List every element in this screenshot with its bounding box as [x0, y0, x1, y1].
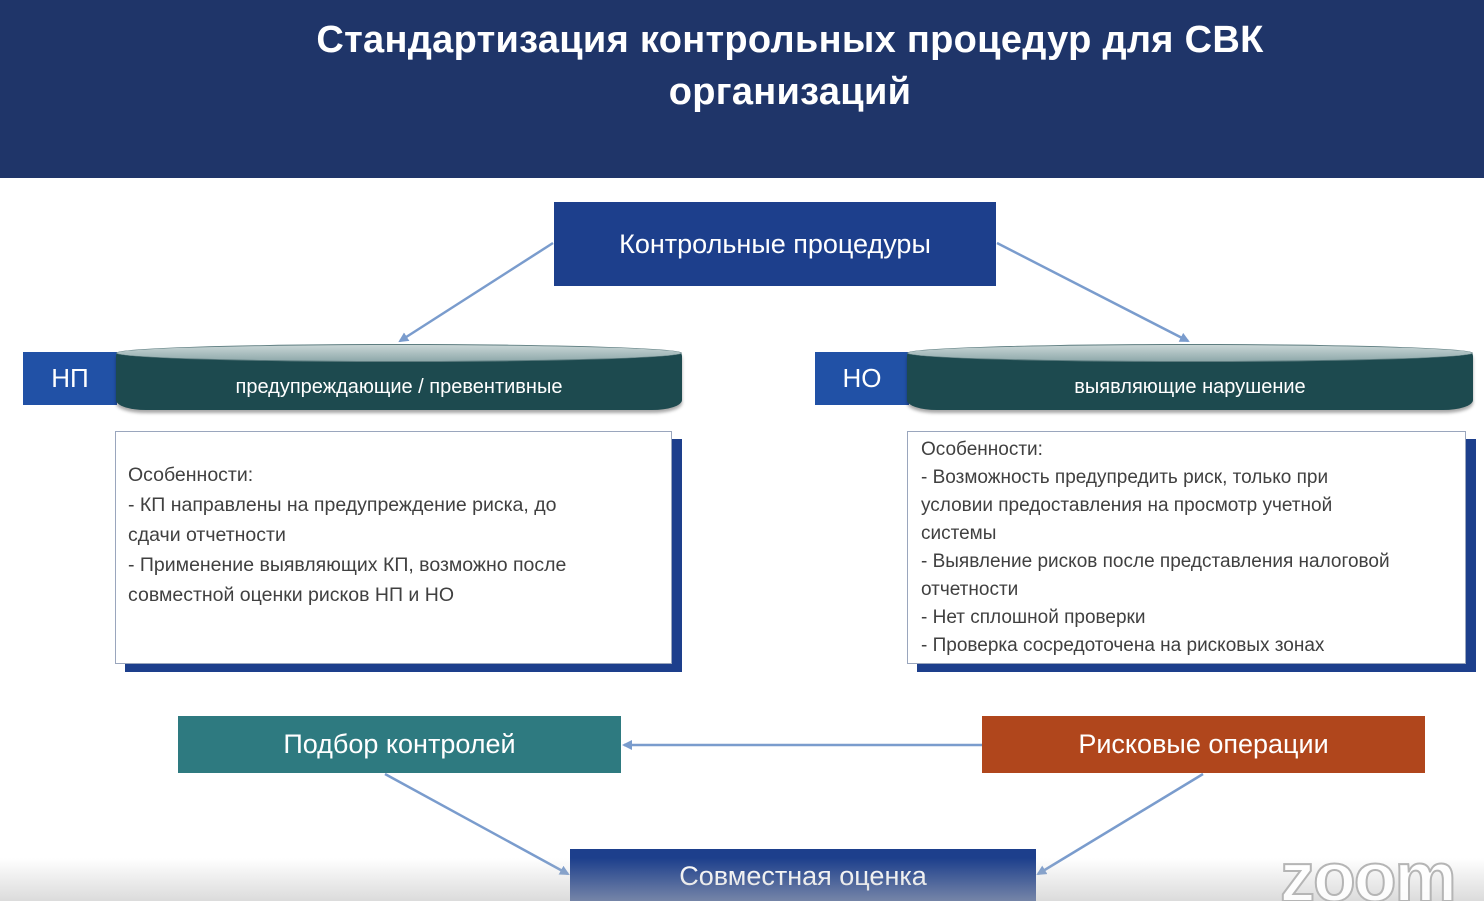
detective-band: выявляющие нарушение	[907, 344, 1473, 410]
preventive-band-label: предупреждающие / превентивные	[235, 375, 563, 398]
arrow-to-right-branch	[996, 241, 1190, 343]
preventive-features-card: Особенности: - КП направлены на предупре…	[115, 431, 672, 664]
card-line: - КП направлены на предупреждение риска,…	[128, 494, 557, 516]
card-line: - Применение выявляющих КП, возможно пос…	[128, 554, 567, 576]
detective-features-card: Особенности: - Возможность предупредить …	[907, 431, 1466, 664]
card-line: Особенности:	[921, 439, 1043, 460]
preventive-band: предупреждающие / превентивные	[116, 344, 682, 410]
card-line: - Нет сплошной проверки	[921, 607, 1146, 628]
control-procedures-label: Контрольные процедуры	[619, 228, 931, 259]
slide-title-line-2: организаций	[668, 71, 912, 113]
joint-assessment-box: Совместная оценка	[570, 849, 1036, 901]
slide-title: Стандартизация контрольных процедур для …	[200, 14, 1380, 118]
no-tag-label: НО	[842, 363, 882, 393]
card-line: - Проверка сосредоточена на рисковых зон…	[921, 635, 1325, 656]
controls-selection-box: Подбор контролей	[178, 716, 621, 773]
no-tag: НО	[815, 352, 909, 405]
np-tag: НП	[23, 352, 117, 405]
risk-operations-box: Рисковые операции	[982, 716, 1425, 773]
np-tag-label: НП	[51, 363, 89, 393]
slide-header: Стандартизация контрольных процедур для …	[0, 0, 1484, 178]
control-procedures-box: Контрольные процедуры	[554, 202, 996, 286]
card-line: системы	[921, 523, 997, 544]
card-line: условии предоставления на просмотр учетн…	[921, 495, 1333, 516]
arrow-risk-to-assessment	[1036, 772, 1204, 876]
card-line: - Выявление рисков после представления н…	[921, 551, 1390, 572]
risk-operations-label: Рисковые операции	[1078, 729, 1329, 759]
joint-assessment-label: Совместная оценка	[679, 861, 927, 891]
slide-title-line-1: Стандартизация контрольных процедур для …	[316, 19, 1264, 61]
card-line: - Возможность предупредить риск, только …	[921, 467, 1329, 488]
controls-selection-label: Подбор контролей	[283, 729, 516, 759]
arrow-to-left-branch	[398, 241, 554, 343]
zoom-watermark-logo: zoom	[1279, 838, 1458, 901]
detective-band-label: выявляющие нарушение	[1074, 375, 1306, 398]
card-line: сдачи отчетности	[128, 524, 286, 546]
arrow-controls-to-assessment	[384, 772, 570, 876]
card-line: совместной оценки рисков НП и НО	[128, 584, 454, 606]
card-line: отчетности	[921, 579, 1019, 600]
card-line: Особенности:	[128, 464, 254, 486]
